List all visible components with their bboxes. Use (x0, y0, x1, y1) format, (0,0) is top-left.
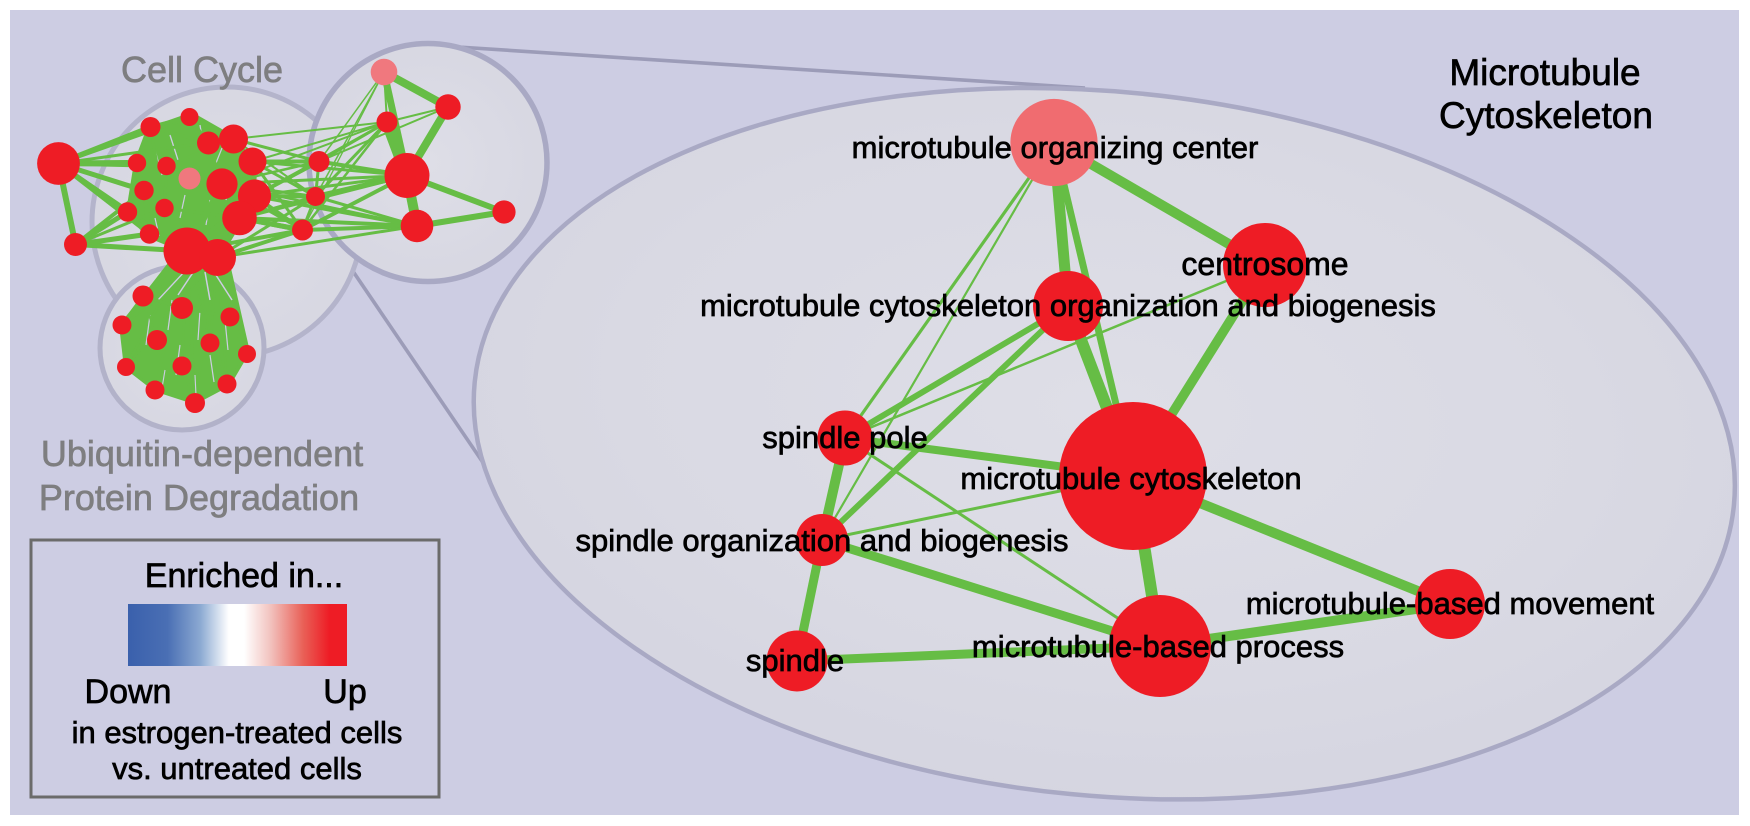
svg-text:microtubule cytoskeleton: microtubule cytoskeleton (960, 461, 1301, 496)
svg-text:Cell Cycle: Cell Cycle (121, 49, 283, 90)
svg-text:Cytoskeleton: Cytoskeleton (1439, 95, 1653, 136)
svg-text:microtubule cytoskeleton organ: microtubule cytoskeleton organization an… (700, 288, 1436, 323)
svg-text:Protein Degradation: Protein Degradation (39, 477, 359, 518)
svg-text:microtubule-based process: microtubule-based process (972, 629, 1344, 664)
svg-text:spindle: spindle (746, 643, 844, 678)
svg-text:Enriched in...: Enriched in... (145, 557, 343, 595)
svg-text:Down: Down (85, 673, 172, 711)
svg-text:spindle pole: spindle pole (762, 420, 927, 455)
svg-text:microtubule-based movement: microtubule-based movement (1246, 586, 1655, 621)
svg-text:in estrogen-treated cells: in estrogen-treated cells (72, 715, 403, 750)
svg-text:vs. untreated cells: vs. untreated cells (112, 751, 362, 786)
svg-text:spindle organization and bioge: spindle organization and biogenesis (576, 523, 1069, 558)
svg-text:Ubiquitin-dependent: Ubiquitin-dependent (41, 433, 363, 474)
svg-text:Up: Up (323, 673, 366, 711)
svg-text:microtubule organizing center: microtubule organizing center (852, 130, 1259, 165)
svg-text:centrosome: centrosome (1181, 246, 1348, 282)
svg-text:Microtubule: Microtubule (1449, 52, 1640, 93)
